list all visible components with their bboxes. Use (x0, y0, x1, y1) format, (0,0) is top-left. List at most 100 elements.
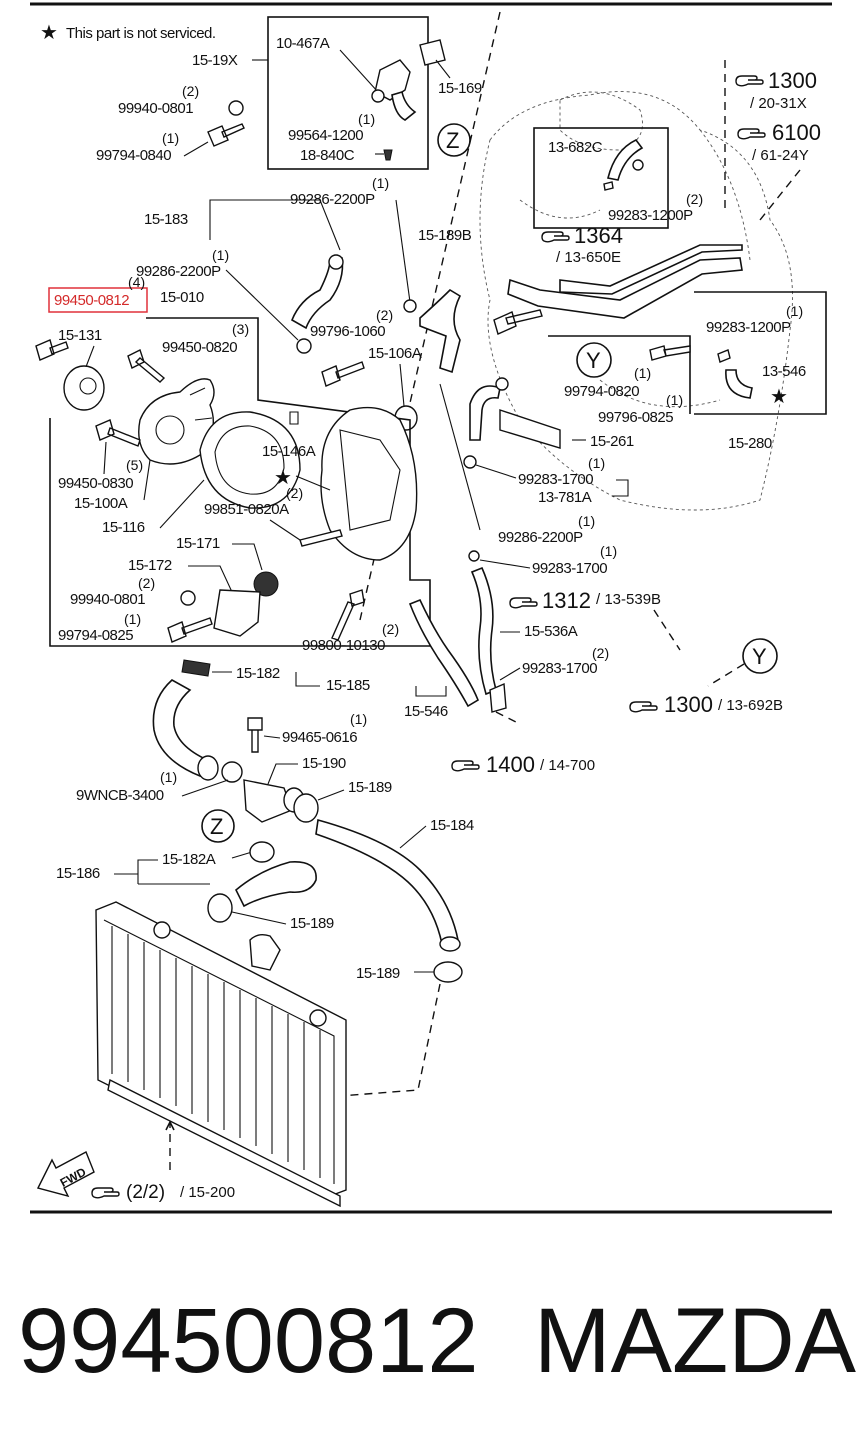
label-99940-0801-top: 99940-0801 (118, 100, 193, 117)
label-99283-1700-a: 99283-1700 (518, 471, 593, 488)
label-15-171: 15-171 (176, 535, 220, 552)
ref-sub: / 20-31X (750, 95, 807, 112)
qty: (1) (162, 130, 179, 146)
top-inset-box: 15-19X 10-467A 15-169 99564-1200 (1) 18-… (192, 16, 482, 170)
label-15-100a: 15-100A (74, 495, 128, 512)
label-15-189-a: 15-189 (348, 779, 392, 796)
label-15-536a: 15-536A (524, 623, 578, 640)
label-99283-1700-c: 99283-1700 (522, 660, 597, 677)
engine-outline (479, 91, 793, 511)
label-13-682c: 13-682C (548, 139, 603, 156)
ref-num: 1364 (574, 223, 623, 248)
label-99450-0820: 99450-0820 (162, 339, 237, 356)
label-99794-0840: 99794-0840 (96, 147, 171, 164)
label-99796-0825: 99796-0825 (598, 409, 673, 426)
qty: (1) (786, 303, 803, 319)
qty: (5) (126, 457, 143, 473)
ref-sub: / 61-24Y (752, 147, 809, 164)
callout-y-mid: Y (576, 342, 612, 378)
label-99283-1200p-a: 99283-1200P (608, 207, 693, 224)
label-13-546: 13-546 (762, 363, 806, 380)
label-15-189-c: 15-189 (356, 965, 400, 982)
callout-y-text: Y (752, 644, 767, 669)
water-pump-box: 15-010 15-131 (3) 99450-0820 (5) 99450-0… (35, 289, 431, 654)
inset-box-13-682c: 13-682C (2) 99283-1200P (533, 127, 703, 229)
qty: (2) (686, 191, 703, 207)
footer-brand: MAZDA (534, 1290, 857, 1392)
qty: (2) (138, 575, 155, 591)
label-13-781a: 13-781A (538, 489, 592, 506)
highlighted-part-callout[interactable]: (4) 99450-0812 (48, 274, 148, 313)
ref-1312: 1312 / 13-539B (509, 588, 661, 613)
label-15-131: 15-131 (58, 327, 102, 344)
ref-1400: 1400 / 14-700 (451, 752, 595, 777)
note-text: This part is not serviced. (66, 25, 216, 42)
label-99286-2200p-b: 99286-2200P (136, 263, 221, 280)
label-99450-0830: 99450-0830 (58, 475, 133, 492)
label-15-182a: 15-182A (162, 851, 216, 868)
label-99286-2200p-c: 99286-2200P (498, 529, 583, 546)
label-15-116: 15-116 (102, 519, 145, 536)
radiator (95, 901, 347, 1208)
star-icon: ★ (274, 467, 292, 489)
qty: (2) (182, 83, 199, 99)
label-15-546: 15-546 (404, 703, 448, 720)
ref-num: 1312 (542, 588, 591, 613)
label-15-169: 15-169 (438, 80, 482, 97)
callout-z-bottom: Z (201, 809, 235, 843)
label-99800-10130: 99800-10130 (302, 637, 385, 654)
qty: (1) (358, 111, 375, 127)
label-15-184: 15-184 (430, 817, 474, 834)
qty: (1) (372, 175, 389, 191)
ref-sub: / 13-650E (556, 249, 621, 266)
ref-6100: 6100 / 61-24Y (737, 120, 821, 164)
label-15-189-b: 15-189 (290, 915, 334, 932)
ref-1300-top: 1300 / 20-31X (735, 68, 817, 112)
star-icon: ★ (40, 22, 58, 44)
ref-1364: 1364 / 13-650E (541, 223, 623, 266)
qty: (2) (592, 645, 609, 661)
qty: (1) (212, 247, 229, 263)
ref-sub: / 15-200 (180, 1184, 235, 1201)
label-99283-1700-b: 99283-1700 (532, 560, 607, 577)
label-99794-0820: 99794-0820 (564, 383, 639, 400)
label-9wncb-3400: 9WNCB-3400 (76, 787, 164, 804)
label-15-185: 15-185 (326, 677, 370, 694)
qty: (3) (232, 321, 249, 337)
label-99564-1200: 99564-1200 (288, 127, 363, 144)
label-15-261: 15-261 (590, 433, 634, 450)
label-99796-1060: 99796-1060 (310, 323, 385, 340)
label-15-182: 15-182 (236, 665, 280, 682)
callout-y-right: Y (707, 638, 778, 687)
label-15-146a: 15-146A (262, 443, 316, 460)
qty: (1) (634, 365, 651, 381)
ref-num: 6100 (772, 120, 821, 145)
ref-sub: / 14-700 (540, 757, 595, 774)
qty: (1) (588, 455, 605, 471)
ref-sub: / 13-692B (718, 697, 783, 714)
label-15-183: 15-183 (144, 211, 188, 228)
qty: (2) (376, 307, 393, 323)
ref-num: 1300 (768, 68, 817, 93)
label-99851-0820a: 99851-0820A (204, 501, 289, 518)
label-15-19x: 15-19X (192, 52, 238, 69)
label-10-467a: 10-467A (276, 35, 330, 52)
label-15-010: 15-010 (160, 289, 204, 306)
label-15-172: 15-172 (128, 557, 172, 574)
label-99283-1200p-b: 99283-1200P (706, 319, 791, 336)
qty: (2) (286, 485, 303, 501)
callout-y-text: Y (586, 348, 601, 373)
label-99794-0825: 99794-0825 (58, 627, 133, 644)
highlight-box (48, 287, 148, 313)
qty: (1) (666, 392, 683, 408)
ref-num: 1400 (486, 752, 535, 777)
qty: (2) (382, 621, 399, 637)
footer-part-number: 994500812 (18, 1290, 479, 1392)
callout-z-text: Z (210, 814, 223, 839)
callout-z-top: Z (437, 123, 471, 157)
label-15-189b: 15-189B (418, 227, 472, 244)
box-15-280: (1) 99283-1200P 13-546 ★ 15-280 (694, 291, 827, 452)
label-99465-0616: 99465-0616 (282, 729, 357, 746)
label-15-106A: 15-106A (368, 345, 422, 362)
callout-z-text: Z (446, 128, 459, 153)
